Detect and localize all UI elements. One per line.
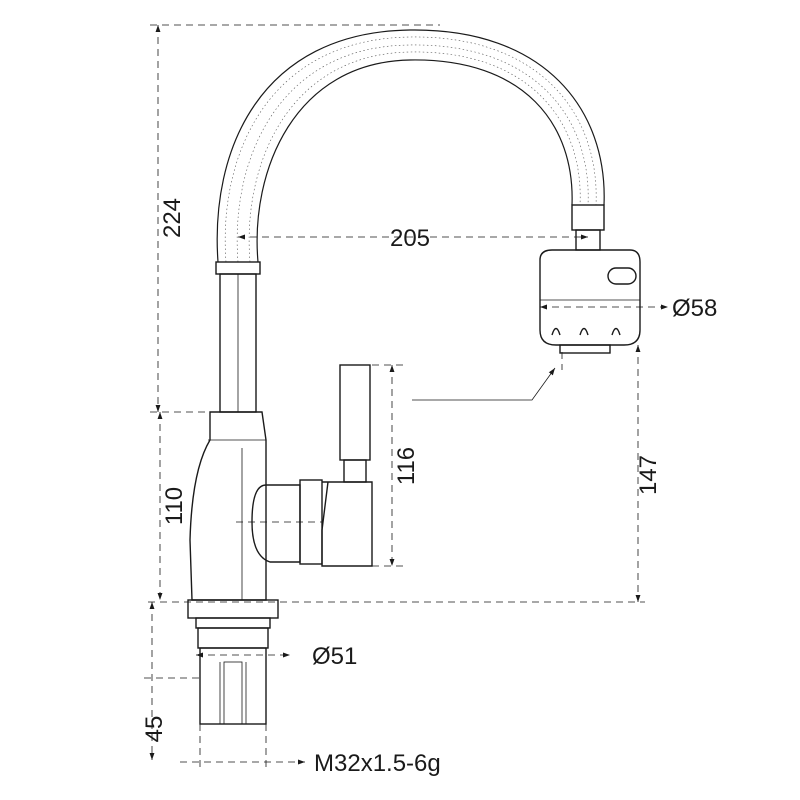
base-shank — [187, 599, 279, 725]
dim-spout-reach: 205 — [390, 225, 430, 252]
dim-outlet-height: 147 — [635, 455, 662, 495]
dim-shank-length: 45 — [141, 716, 168, 743]
dim-thread-spec: M32x1.5-6g — [314, 750, 441, 777]
dim-total-height: 224 — [159, 198, 186, 238]
dimension-lines — [144, 24, 668, 772]
faucet-body — [189, 411, 323, 601]
rigid-pipe — [215, 261, 261, 413]
dim-body-height: 110 — [161, 487, 188, 525]
dim-base-diameter: Ø51 — [312, 643, 357, 670]
spray-head — [539, 204, 641, 354]
flexible-hose — [216, 29, 605, 263]
dim-spray-head-diameter: Ø58 — [672, 295, 717, 322]
dim-handle-height: 116 — [393, 447, 420, 485]
lever-handle — [321, 364, 373, 567]
